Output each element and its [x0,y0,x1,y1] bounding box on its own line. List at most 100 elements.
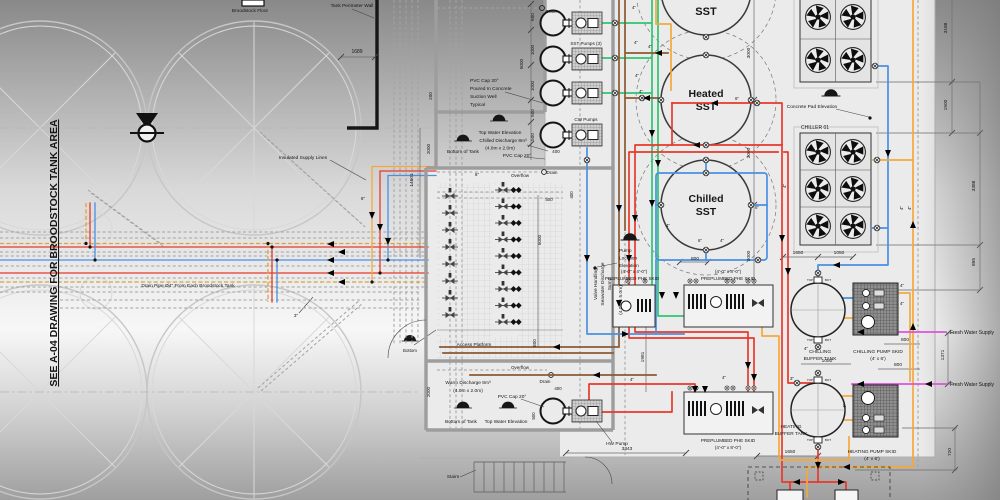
sump-note-1: Valve Handling [593,268,599,300]
fan-icon [840,47,866,73]
dim-800b: 800 [691,256,699,262]
dim-500c: 500 [545,197,553,202]
pipe-size-label: 6" [475,172,480,177]
broodstock-tank-area [0,0,437,500]
pvc-cap-2: PVC Cap 20° [503,153,532,159]
phe2-label: PREPLUMBED PHE SKID [701,276,756,281]
dim-3000b: 3000 [746,147,752,158]
top-water-elevation-2: Top Water Elevation [485,419,528,425]
chilled-discharge-size: (4.0m x 2.0m) [485,146,515,152]
tank-label-heated-1: Heated [688,88,723,100]
phe1-label: PREPLUMBED PHE SKID [605,276,660,281]
pipe-size-label: 4" [842,404,847,408]
pipe-size-label: 4" [634,40,638,45]
phe3-label: PREPLUMBED PHE SKID [701,438,756,443]
sst-pump [571,47,603,71]
pvc-cap-note-1: PVC Cap 20° [470,78,499,84]
paper-edge-fade [920,0,1000,500]
sst-pumps-label: SST Pumps (3) [570,41,602,46]
phe2-size: (4'-0" x 8'-0") [715,269,742,274]
bottom-marker-label: Bottom [403,348,417,353]
dim-800a: 800 [532,339,537,347]
chiller-01-label: CHILLER 01 [801,125,829,131]
sst-pump [571,81,603,105]
insulated-supply-lines [87,131,366,392]
dim-720: 720 [947,448,953,456]
sst-tanks: SST Heated SST Chilled SST [635,0,777,276]
heating-buffer-tank-1: HEATING [781,424,802,430]
door-arc [584,456,613,485]
pipe-size-label: 4" [722,375,726,380]
dim-3000a: 3000 [746,47,752,58]
overflow-1: Overflow [511,173,530,178]
pump-location-1: Pump [619,248,632,254]
cw-pumps-label: CW Pumps [574,117,598,122]
dim-3388: 3388 [971,180,977,191]
pipe-size-label: 4" [907,206,912,210]
pipe-size-label: 4" [804,346,808,351]
chilling-pump-skid [852,282,899,336]
dim-3188: 3188 [943,22,949,33]
pipe-size-label: 4" [635,73,639,78]
top-water-elevation-1: Top Water Elevation [479,130,522,136]
chilling-buffer-tank-1: CHILLING [809,349,831,355]
dim-800d: 800 [894,362,902,368]
pipe-size-label: 4" [630,377,634,382]
phe-skid-2 [683,284,774,328]
fan-icon [805,4,831,30]
heating-pump-skid-1: HEATING PUMP SKID [848,449,897,455]
heating-pump-skid-2: (4' x 6') [864,456,880,462]
port-label: TOP [807,338,813,342]
pump-skids [852,282,899,438]
drain-label-top: Drain [546,9,557,14]
pipe-junction-dots [84,241,390,284]
pipe-size-label: 4" [639,89,643,94]
buffer-tanks [790,276,846,444]
dim-500d: 500 [531,412,536,420]
dim-3343: 3343 [622,446,633,452]
port-label: TOP [807,438,813,442]
dim-200: 200 [428,92,433,100]
side-note: SEE A-04 DRAWING FOR BROODSTOCK TANK ARE… [48,119,60,387]
bottom-equipment-enclosure [747,466,891,500]
floor-elevation-marker [241,0,265,7]
chiller-top [799,0,872,83]
dim-800c: 800 [901,337,909,343]
dim-1000a: 1000 [530,44,535,55]
dim-14601: 14601 [409,173,415,187]
insulated-supply-lines-label: Insulated Supply Lines [279,155,328,161]
pipe-size-label: 3" [790,376,794,381]
fan-icon [805,139,831,165]
hw-pump-label: HW Pump [606,441,628,447]
pump-location-3: Elevation [619,263,639,269]
fresh-water-supply-1: Fresh Water Supply [950,330,994,336]
building-drains [437,0,919,467]
dim-1050b: 1050 [822,358,833,364]
phe-skid-3 [683,391,774,435]
dim-2000b: 2000 [426,386,431,397]
drain-supply-pipe-bundle [0,165,437,309]
concrete-pad-elevation-label: Concrete Pad Elevation [787,104,838,110]
pipe-size-label: 6" [755,205,759,210]
heating-buffer-tank-2: BUFFER TANK [775,431,809,437]
pipe-size-label: 6" [735,96,739,101]
dim-600: 600 [530,13,535,21]
pump-location-2: Location [619,256,637,262]
pvc-cap-note-4: Typical [470,102,485,108]
hw-pump [571,399,603,423]
warm-discharge-label: Warm Discharge 8m³ [445,380,491,386]
chillers [793,0,879,253]
sump-note-2: Seawater Discharge [600,262,606,306]
drain-label-mid: Drain [547,170,558,175]
annotation-labels: SEE A-04 DRAWING FOR BROODSTOCK TANK ARE… [48,3,994,480]
port-label: BOT [825,438,831,442]
fan-icon [840,213,866,239]
dim-1500: 1500 [943,99,949,110]
pvc-cap-note-2: Poured In Concrete [470,86,512,92]
tank-label-heated-2: SST [696,101,717,113]
dim-1650a: 1650 [793,250,804,256]
chilling-pump-skid-2: (4' x 6') [870,356,886,362]
heating-buffer-tank [790,376,846,444]
stairs-label: Stairs [447,474,460,480]
dim-400c: 400 [554,386,562,391]
